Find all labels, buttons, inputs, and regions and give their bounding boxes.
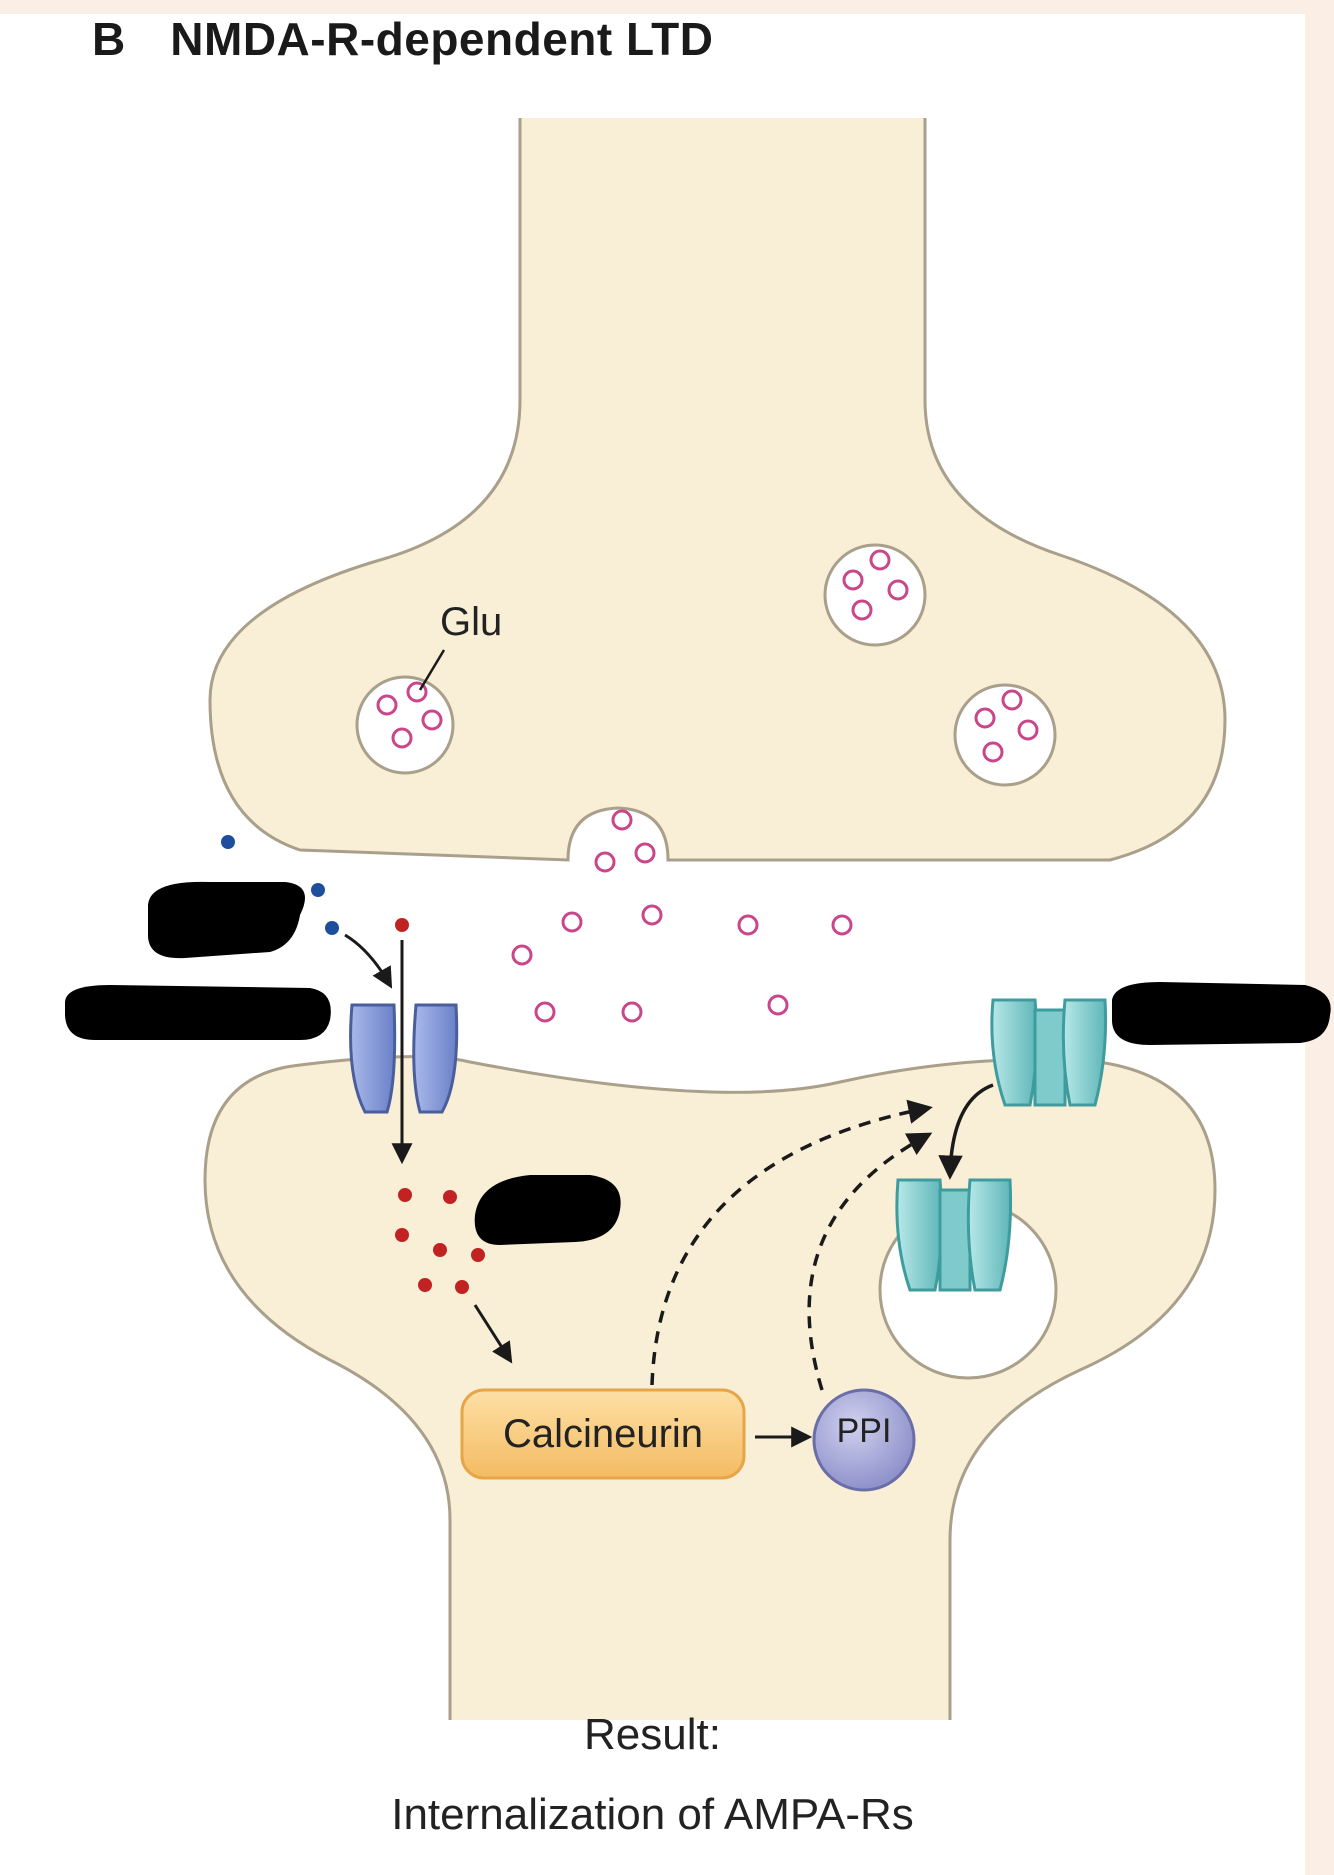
redaction-marks — [65, 881, 1331, 1245]
ampa-receptor-membrane — [990, 998, 1108, 1107]
synaptic-vesicle — [355, 675, 455, 775]
pp1-label: PPI — [836, 1412, 892, 1450]
panel-letter: B — [92, 13, 126, 65]
figure-title: B NMDA-R-dependent LTD — [92, 12, 713, 66]
calcineurin-label: Calcineurin — [502, 1412, 704, 1456]
pp1-dashed-arrow — [807, 1132, 933, 1391]
intracellular-calcium — [395, 1188, 485, 1294]
calcineurin-box — [460, 1388, 746, 1480]
title-text: NMDA-R-dependent LTD — [170, 13, 714, 65]
result-text: Internalization of AMPA-Rs — [391, 1790, 914, 1839]
released-glutamate — [511, 904, 853, 1023]
fusing-vesicle-glutamate — [594, 809, 656, 873]
calcium-ion — [395, 918, 409, 932]
pp1-circle — [812, 1388, 916, 1492]
glu-label: Glu — [440, 600, 503, 644]
calcium-to-calcineurin-arrow — [473, 1304, 513, 1364]
magnesium-arrow — [344, 933, 393, 989]
internalization-arrow — [938, 1083, 994, 1180]
synaptic-vesicle — [823, 543, 927, 647]
nmda-receptor — [349, 1003, 459, 1114]
presynaptic-terminal — [210, 118, 1225, 860]
postsynaptic-spine — [205, 1056, 1215, 1720]
calcineurin-dashed-arrow — [650, 1099, 933, 1386]
synaptic-vesicle — [953, 683, 1057, 787]
endocytic-vesicle — [878, 1178, 1058, 1380]
result-label: Result: — [584, 1710, 721, 1759]
